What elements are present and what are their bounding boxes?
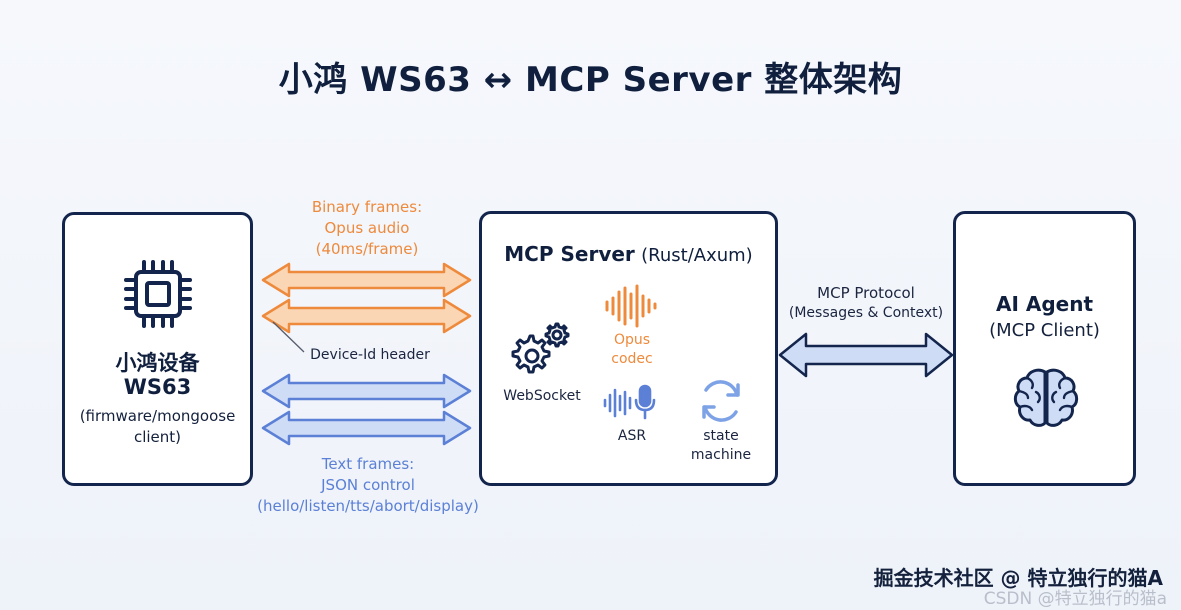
state-machine-label-1: state bbox=[703, 428, 739, 444]
mcp-protocol-arrow bbox=[778, 332, 954, 378]
page-title: 小鸿 WS63 ↔ MCP Server 整体架构 bbox=[278, 60, 903, 100]
binary-frame-arrow-bottom bbox=[261, 298, 472, 334]
text-frames-label-1: Text frames: bbox=[321, 455, 415, 473]
cycle-icon bbox=[702, 380, 740, 422]
agent-box: AI Agent (MCP Client) bbox=[953, 211, 1136, 486]
binary-frames-label-1: Binary frames: bbox=[311, 198, 423, 216]
asr-label: ASR bbox=[617, 428, 647, 444]
asr-mic-icon bbox=[603, 384, 656, 420]
agent-title: AI Agent bbox=[995, 292, 1094, 316]
opus-label-1: Opus bbox=[613, 332, 651, 348]
websocket-label: WebSocket bbox=[503, 388, 581, 404]
text-frame-arrow-bottom bbox=[261, 410, 472, 446]
mcp-protocol-label-2: (Messages & Context) bbox=[788, 305, 944, 321]
server-title: MCP Server (Rust/Axum) bbox=[482, 242, 775, 266]
device-name: 小鸿设备 bbox=[115, 351, 200, 375]
binary-frames-label-3: (40ms/frame) bbox=[315, 240, 419, 258]
waveform-icon bbox=[605, 284, 657, 328]
brain-icon bbox=[1013, 368, 1079, 427]
chip-icon bbox=[124, 260, 192, 328]
agent-subtitle: (MCP Client) bbox=[989, 320, 1100, 341]
device-sub-line2: client) bbox=[133, 428, 182, 446]
text-frames-label-2: JSON control bbox=[321, 476, 415, 494]
binary-frames-label-2: Opus audio bbox=[324, 219, 410, 237]
binary-frame-arrow-top bbox=[261, 262, 472, 298]
device-model: WS63 bbox=[123, 375, 192, 399]
server-title-soft: (Rust/Axum) bbox=[641, 245, 753, 266]
device-sub-line1: (firmware/mongoose bbox=[79, 407, 236, 425]
device-id-header-label: Device-Id header bbox=[310, 347, 430, 363]
state-machine-label-2: machine bbox=[690, 447, 752, 463]
text-frames-label-3: (hello/listen/tts/abort/display) bbox=[257, 497, 479, 515]
watermark-csdn: CSDN @特立独行的猫a bbox=[983, 589, 1167, 609]
mcp-protocol-label-1: MCP Protocol bbox=[817, 284, 915, 302]
device-box: 小鸿设备 WS63 (firmware/mongoose client) bbox=[62, 212, 253, 486]
text-frame-arrow-top bbox=[261, 373, 472, 409]
server-title-strong: MCP Server bbox=[504, 242, 635, 266]
device-id-pointer bbox=[272, 321, 305, 353]
gears-icon bbox=[511, 322, 570, 374]
opus-label-2: codec bbox=[611, 351, 653, 367]
watermark: 掘金技术社区 @ 特立独行的猫A bbox=[873, 566, 1163, 590]
server-box: MCP Server (Rust/Axum) WebSocket Opus co… bbox=[479, 211, 778, 486]
